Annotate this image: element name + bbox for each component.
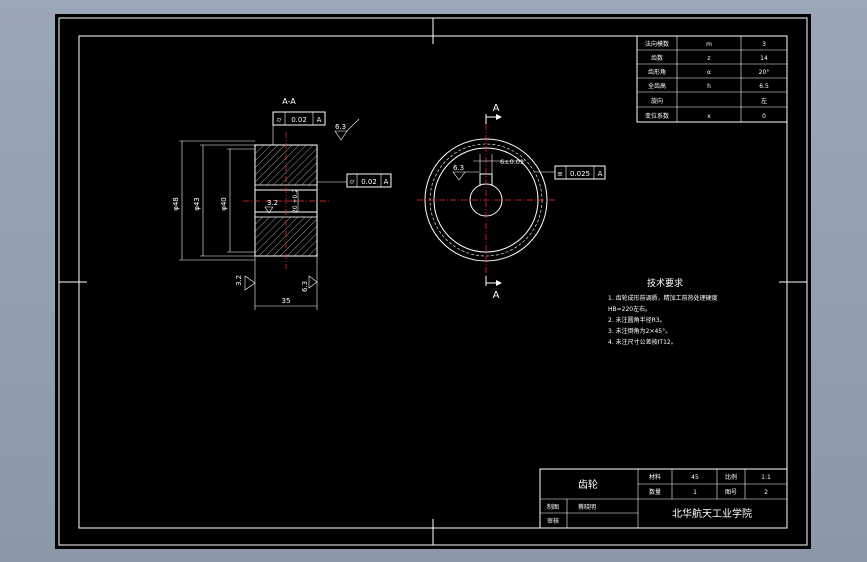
front-view: A A 6±0.01 6.3 ≡ 0.025 A (417, 103, 606, 301)
tech-item: 3. 未注倒角为2×45°。 (608, 327, 671, 335)
sheet-value: 2 (764, 489, 768, 496)
svg-text:0.02: 0.02 (361, 178, 377, 186)
roughness-bottom: 3.2 (235, 275, 243, 286)
tech-item: 4. 未注尺寸公差按IT12。 (608, 338, 677, 346)
tech-item: 1. 齿轮成形前调质，精加工前热处理硬度 (608, 294, 718, 302)
params-table: 法向模数 m 3 齿数 z 14 齿形角 α 20° 全齿高 h 6.5 旋向 … (636, 35, 788, 123)
drawing-canvas: 法向模数 m 3 齿数 z 14 齿形角 α 20° 全齿高 h 6.5 旋向 … (58, 17, 808, 546)
material-label: 材料 (649, 473, 661, 481)
outer-border (58, 17, 808, 546)
dim-width: 35 (282, 297, 291, 305)
drawn-value: 蔡晓明 (578, 503, 596, 511)
param-value: 0 (762, 113, 766, 120)
cut-label-top: A (493, 103, 500, 114)
param-symbol: x (707, 113, 711, 120)
param-name: 齿数 (651, 54, 663, 62)
param-name: 变位系数 (645, 112, 669, 120)
svg-text:0.025: 0.025 (570, 170, 590, 178)
tol-frame-top: ⌭ 0.02 A (272, 111, 326, 145)
drawn-label: 制图 (547, 503, 559, 511)
front-roughness: 6.3 (453, 164, 464, 172)
param-symbol: α (707, 69, 711, 76)
section-label: A-A (282, 97, 296, 106)
qty-value: 1 (693, 489, 697, 496)
dim-keyway: 20 +0.2 (292, 189, 299, 213)
centering-marks (59, 18, 807, 545)
cut-label-bottom: A (493, 290, 500, 301)
param-name: 法向模数 (645, 40, 669, 48)
tech-item: HB=220左右。 (608, 305, 651, 313)
roughness-top: 6.3 (335, 123, 346, 131)
dim-outer-diameter: φ48 (172, 197, 180, 211)
part-name: 齿轮 (578, 478, 598, 491)
svg-text:A: A (598, 170, 603, 178)
title-block: 齿轮 材料 45 比例 1:1 数量 1 图号 2 制图 蔡晓明 审核 北华航天… (539, 468, 788, 529)
svg-text:0.02: 0.02 (291, 116, 307, 124)
param-value: 3 (762, 41, 766, 48)
param-name: 全齿高 (648, 82, 666, 90)
param-value: 左 (761, 97, 767, 105)
roughness-inner: 3.2 (267, 199, 278, 207)
svg-text:≡: ≡ (557, 170, 563, 178)
front-tol-frame: ≡ 0.025 A (535, 165, 606, 180)
param-symbol: m (706, 41, 712, 48)
scale-value: 1:1 (761, 474, 771, 481)
param-name: 旋向 (651, 97, 663, 105)
cad-viewport[interactable]: 法向模数 m 3 齿数 z 14 齿形角 α 20° 全齿高 h 6.5 旋向 … (55, 14, 811, 549)
school-name: 北华航天工业学院 (672, 507, 752, 520)
roughness-side: 6.3 (301, 281, 309, 292)
param-name: 齿形角 (648, 68, 666, 76)
dim-bore-diameter: φ40 (220, 197, 228, 211)
material-value: 45 (691, 474, 699, 481)
section-view: A-A φ48 φ43 φ40 (172, 97, 392, 310)
param-symbol: h (707, 83, 711, 90)
param-symbol: z (707, 55, 710, 62)
dim-root-diameter: φ43 (193, 197, 201, 211)
param-value: 20° (759, 69, 770, 76)
sheet-label: 图号 (725, 489, 737, 496)
svg-text:A: A (317, 116, 322, 124)
check-label: 审核 (547, 517, 559, 525)
tech-requirements: 技术要求 1. 齿轮成形前调质，精加工前热处理硬度 HB=220左右。 2. 未… (608, 277, 718, 346)
svg-text:⌭: ⌭ (349, 178, 354, 186)
tech-title: 技术要求 (647, 277, 683, 289)
svg-text:⌭: ⌭ (276, 116, 281, 124)
tech-item: 2. 未注圆角半径R3。 (608, 316, 666, 324)
tol-frame-mid: ⌭ 0.02 A (317, 173, 392, 188)
param-value: 14 (760, 55, 768, 62)
scale-label: 比例 (725, 473, 737, 481)
qty-label: 数量 (649, 488, 661, 496)
param-value: 6.5 (759, 83, 769, 90)
svg-text:A: A (384, 178, 389, 186)
keyway-dim: 6±0.01 (500, 158, 524, 166)
